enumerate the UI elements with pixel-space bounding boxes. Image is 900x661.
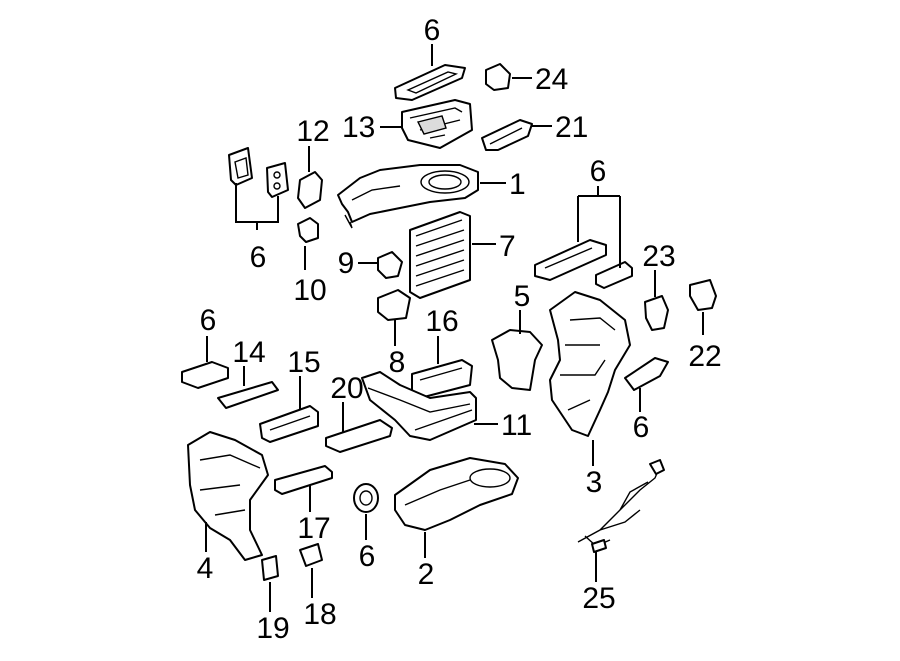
leader-lines <box>205 44 704 612</box>
part-20-door <box>325 419 393 453</box>
part-19-clip <box>261 555 279 581</box>
part-6-filter-a <box>534 239 607 281</box>
callout-1: 1 <box>509 168 526 201</box>
part-5-duct <box>491 329 543 391</box>
part-6-filter-b <box>595 261 633 289</box>
part-6-seal-right <box>624 357 669 391</box>
callout-6-left: 6 <box>250 241 267 274</box>
callout-2: 2 <box>418 558 435 591</box>
part-18-clip <box>299 543 323 567</box>
callout-6-mid-right: 6 <box>633 411 650 444</box>
part-13-housing <box>401 99 473 149</box>
part-6-seal-left-b <box>266 162 289 198</box>
part-2-case <box>394 457 519 531</box>
callout-3: 3 <box>586 466 603 499</box>
callout-6-right: 6 <box>590 155 607 188</box>
part-10-sensor <box>297 217 319 243</box>
part-23-block <box>644 295 669 331</box>
callout-13: 13 <box>342 111 375 144</box>
part-3-housing <box>549 291 631 437</box>
callout-12: 12 <box>296 115 329 148</box>
callout-18: 18 <box>303 598 336 631</box>
callout-5: 5 <box>514 280 531 313</box>
part-4-housing <box>187 431 269 561</box>
part-25-harness <box>577 459 665 553</box>
callout-11: 11 <box>501 409 532 442</box>
callout-9: 9 <box>338 247 355 280</box>
callout-15: 15 <box>287 346 320 379</box>
callout-14: 14 <box>232 336 265 369</box>
part-8-block <box>377 289 411 321</box>
part-1-case <box>337 164 479 229</box>
callout-7: 7 <box>499 230 516 263</box>
part-21-duct <box>481 119 533 151</box>
part-24-bracket <box>485 63 511 91</box>
callout-25: 25 <box>582 582 615 615</box>
callout-4: 4 <box>197 552 214 585</box>
part-7-core <box>409 211 471 299</box>
callout-24: 24 <box>535 63 568 96</box>
part-6-seal-left-c <box>181 361 229 389</box>
callout-23: 23 <box>642 240 675 273</box>
part-15-door <box>259 405 319 443</box>
callout-21: 21 <box>555 111 588 144</box>
callout-6-top: 6 <box>424 14 441 47</box>
part-14-door <box>217 381 279 409</box>
callout-20: 20 <box>330 372 363 405</box>
callout-17: 17 <box>297 512 330 545</box>
callout-19: 19 <box>256 612 289 645</box>
callout-labels: 6 24 12 13 21 1 6 10 9 7 6 23 22 5 6 14 … <box>197 14 722 645</box>
part-6-top-seal <box>394 64 466 101</box>
callout-10: 10 <box>293 274 326 307</box>
part-6-round-seal <box>353 483 379 513</box>
callout-6-mid-left: 6 <box>200 304 217 337</box>
callout-8: 8 <box>389 346 406 379</box>
callout-6-bottom: 6 <box>359 540 376 573</box>
part-6-seal-left-a <box>228 147 253 186</box>
callout-16: 16 <box>425 305 458 338</box>
part-22-block <box>689 279 717 311</box>
part-17-door <box>274 465 333 495</box>
part-9-clip <box>377 251 403 279</box>
callout-22: 22 <box>688 340 721 373</box>
part-12-bracket <box>297 171 323 209</box>
part-11-duct <box>361 371 477 441</box>
